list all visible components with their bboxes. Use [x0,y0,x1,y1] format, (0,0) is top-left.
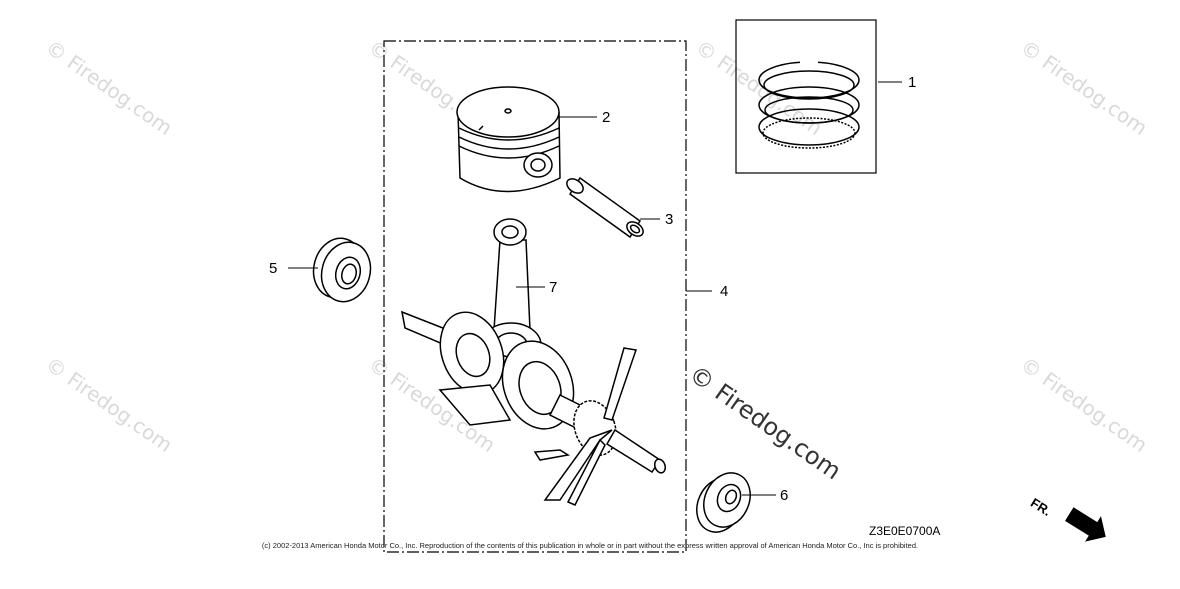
callout-1: 1 [908,74,917,91]
piston [456,86,561,193]
crankshaft-assembly-box [383,40,687,553]
leader-lines [288,81,902,496]
copyright-notice: (c) 2002-2013 American Honda Motor Co., … [261,541,919,550]
callout-3: 3 [665,211,674,228]
front-direction-arrow [1065,507,1106,542]
callout-2: 2 [602,109,611,126]
diagram-code: Z3E0E0700A [869,524,941,538]
piston-pin [566,176,644,239]
callout-7: 7 [549,279,558,296]
callout-4: 4 [720,283,729,300]
callout-5: 5 [269,260,278,277]
oil-seal-right [696,472,751,533]
oil-seal-left [312,237,372,303]
piston-ring-box [735,19,877,174]
piston-ring-set [758,60,860,149]
crankshaft [401,310,667,506]
callout-6: 6 [780,487,789,504]
